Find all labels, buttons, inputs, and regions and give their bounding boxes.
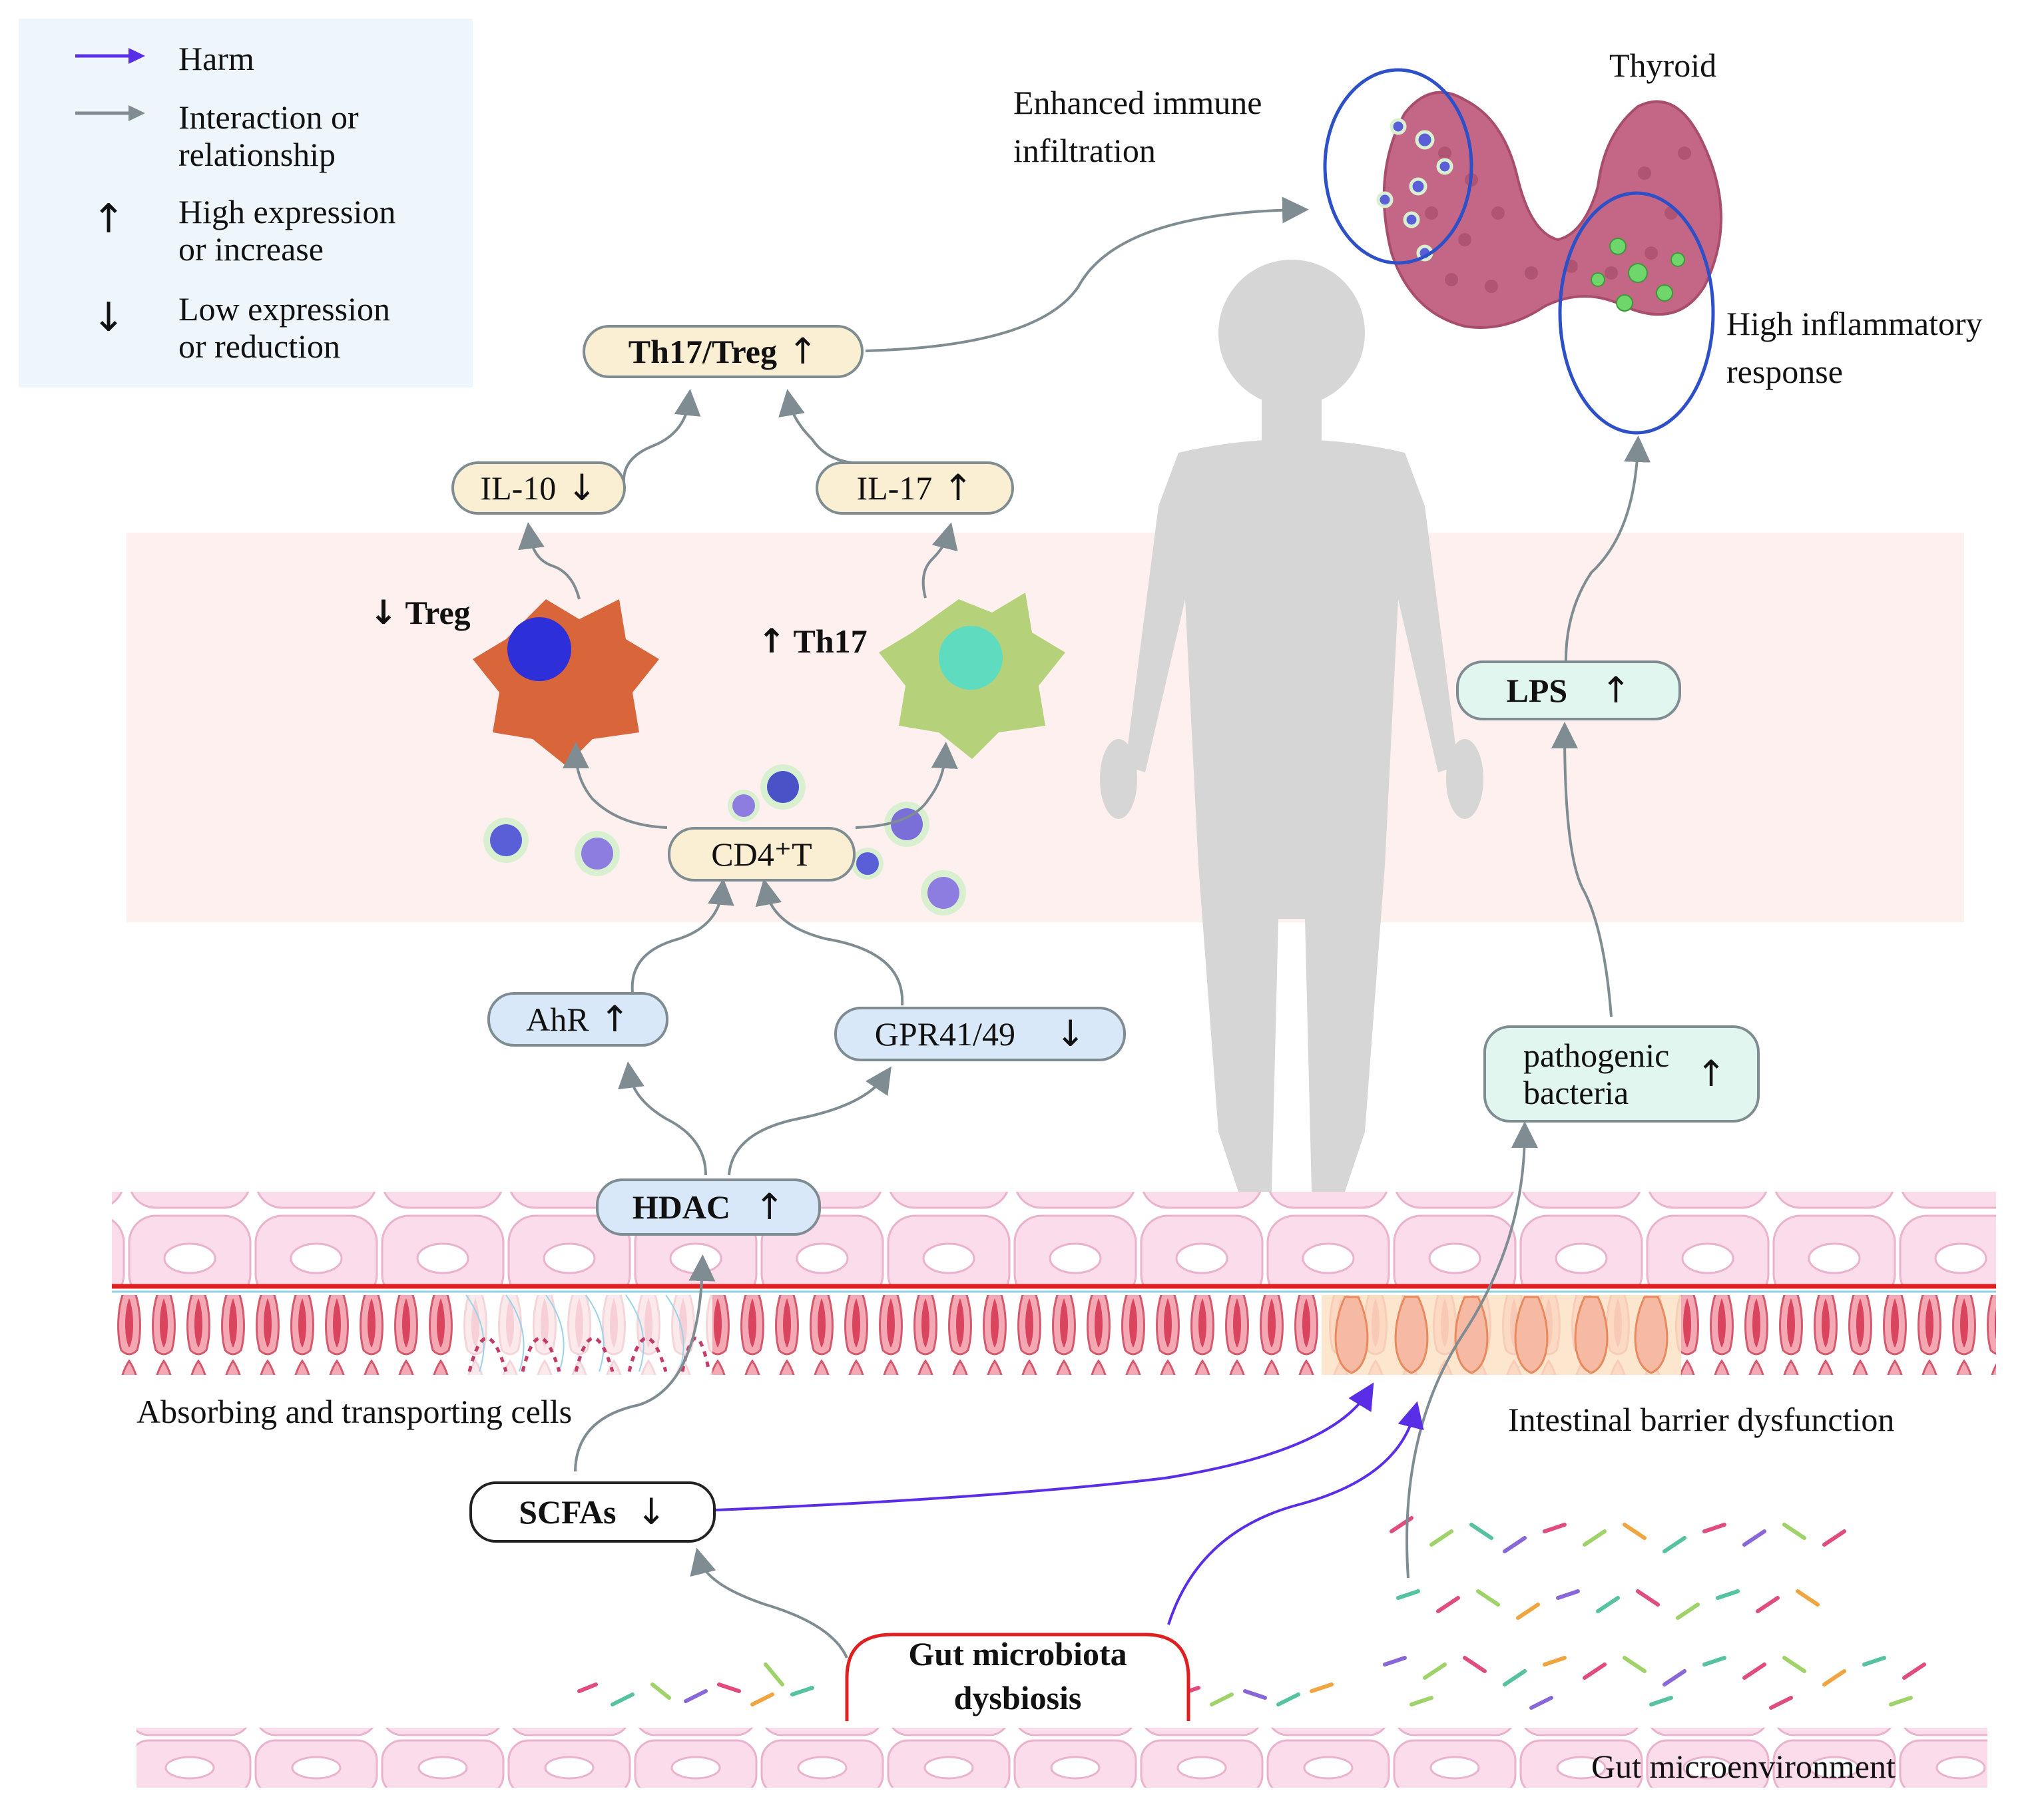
thyroid-label: Thyroid [1609,47,1717,84]
up-arrow-icon: ↑ [599,998,630,1040]
barrier-dysfunction-label: Intestinal barrier dysfunction [1508,1401,1895,1438]
high-inflammatory-label-1: High inflammatory [1726,305,1983,342]
relation-arrow-icon [75,105,145,121]
treg-label: ↓ Treg [370,594,471,631]
legend-harm: Harm [178,40,254,77]
th17-label: ↑ Th17 [758,623,868,660]
legend-interaction-1: Interaction or [178,99,359,136]
il10-node: IL-10 ↓ [451,461,626,515]
villi-row [112,1295,1996,1375]
legend-high-2: or increase [178,230,324,268]
il17-label: IL-17 [856,469,933,507]
absorbing-cells [465,1294,684,1372]
lps-label: LPS [1506,672,1568,709]
hdac-node: HDAC ↑ [596,1178,821,1236]
up-arrow-icon: ↑ [754,1186,785,1228]
gut-microenvironment-label: Gut microenvironment [1591,1748,1896,1785]
infiltration-circle [1323,68,1473,265]
legend-interaction-2: relationship [178,136,336,173]
legend-low-2: or reduction [178,328,340,365]
gut-dysbiosis-shape [845,1633,1190,1721]
up-arrow-icon: ↑ [92,196,126,242]
lps-node: LPS ↑ [1456,660,1681,720]
human-silhouette [1100,260,1483,1192]
immune-cell-small [483,764,966,915]
harm-arrow-icon [75,48,145,64]
down-arrow-icon: ↓ [567,467,597,509]
epithelium-top [112,1192,1996,1285]
gpr-label: GPR41/49 [874,1015,1015,1053]
down-arrow-icon: ↓ [370,593,397,632]
scfas-node: SCFAs ↓ [469,1481,716,1543]
hdac-label: HDAC [632,1188,730,1226]
immune-band [127,533,1964,922]
legend-low-1: Low expression [178,290,390,328]
down-arrow-icon: ↓ [636,1491,666,1533]
th17-treg-label: Th17/Treg [628,333,777,370]
up-arrow-icon: ↑ [1601,669,1631,711]
pathogenic-label: pathogenic [1523,1037,1670,1074]
cd4t-node: CD4⁺T [668,827,856,882]
th17-treg-node: Th17/Treg ↑ [583,325,864,378]
bacteria-cluster [577,1516,1926,1710]
cd4t-label: CD4⁺T [711,836,812,873]
up-arrow-icon: ↑ [943,467,973,509]
inflammation-circle [1558,191,1715,435]
scfas-label: SCFAs [519,1493,617,1531]
il10-label: IL-10 [480,469,557,507]
treg-cell [473,599,659,766]
absorbing-cells-label: Absorbing and transporting cells [136,1393,573,1430]
ahr-label: AhR [526,1001,589,1038]
epithelium-bottom [136,1728,1987,1788]
il17-node: IL-17 ↑ [816,461,1014,515]
enhanced-infiltration-label-2: infiltration [1013,132,1156,169]
gut-dysbiosis-label-2: dysbiosis [953,1679,1082,1716]
legend-panel: Harm Interaction or relationship ↑ High … [19,19,473,387]
th17-cell [879,593,1065,759]
down-arrow-icon: ↓ [92,294,126,341]
relation-arrows [518,196,1651,1659]
up-arrow-icon: ↑ [1696,1053,1726,1095]
down-arrow-icon: ↓ [1055,1013,1086,1055]
legend-high-1: High expression [178,193,396,230]
harm-arrows [715,1382,1424,1625]
high-inflammatory-label-2: response [1726,353,1843,390]
pathogenic-bacteria-node: pathogenic bacteria ↑ [1483,1025,1760,1123]
enhanced-infiltration-label-1: Enhanced immune [1013,84,1262,121]
bacteria-label: bacteria [1523,1074,1629,1111]
treg-text: Treg [405,594,471,631]
thyroid-gland [1376,91,1722,329]
gut-dysbiosis-label-1: Gut microbiota [908,1635,1127,1672]
gpr41-49-node: GPR41/49 ↓ [834,1007,1126,1061]
ahr-node: AhR ↑ [487,992,668,1047]
up-arrow-icon: ↑ [758,622,786,660]
up-arrow-icon: ↑ [787,330,818,372]
th17-text: Th17 [793,623,868,660]
inflamed-villi [1322,1295,1681,1375]
